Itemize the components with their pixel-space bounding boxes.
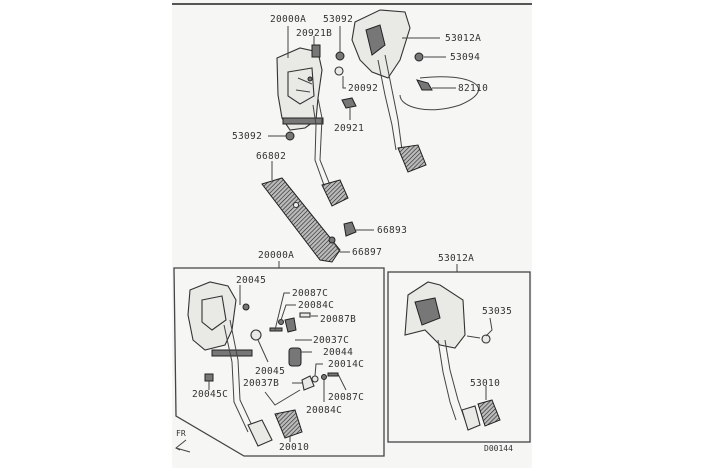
callout-20084C-upper: 20084C — [298, 300, 334, 311]
callout-20921B: 20921B — [296, 28, 332, 39]
nut-53092-lower — [285, 131, 295, 141]
pedal-bracket-assembly — [276, 44, 333, 201]
callout-53092-lower: 53092 — [232, 131, 262, 142]
front-arrow-icon — [175, 439, 191, 453]
callout-53092-upper: 53092 — [323, 14, 353, 25]
detail-left-title: 20000A — [258, 250, 294, 261]
bushing-20092 — [334, 66, 344, 76]
detail-left-bracket — [187, 281, 273, 447]
callout-66893: 66893 — [377, 225, 407, 236]
callout-66802: 66802 — [256, 151, 286, 162]
detail-left-pedal-pad — [274, 409, 303, 439]
callout-20045C: 20045C — [192, 389, 228, 400]
spring-20044 — [288, 347, 302, 367]
washer-20084C-lower — [321, 374, 327, 380]
leader-53035 — [466, 317, 493, 339]
callout-20014C: 20014C — [328, 359, 364, 370]
leader-lines-left — [208, 285, 347, 442]
callout-20045-lower: 20045 — [255, 366, 285, 377]
top-border-line — [172, 3, 532, 5]
callout-82110: 82110 — [458, 83, 488, 94]
switch-82110 — [416, 79, 433, 91]
callout-20087C-upper: 20087C — [292, 288, 328, 299]
stop-lamp-switch-20921 — [341, 97, 357, 109]
diagram-reference-code: D00144 — [484, 444, 513, 453]
callout-20045-upper: 20045 — [236, 275, 266, 286]
detail-right-pedal-pad — [477, 399, 501, 427]
callout-53010: 53010 — [470, 378, 500, 389]
bushing-20014C — [311, 375, 319, 383]
callout-20087B: 20087B — [320, 314, 356, 325]
callout-53094: 53094 — [450, 52, 480, 63]
callout-20092: 20092 — [348, 83, 378, 94]
callout-20000A: 20000A — [270, 14, 306, 25]
bushing-20037B — [301, 375, 315, 391]
callout-53035: 53035 — [482, 306, 512, 317]
callout-20010: 20010 — [279, 442, 309, 453]
direction-label: FR — [176, 429, 186, 438]
callout-20084C-lower: 20084C — [306, 405, 342, 416]
detail-right-frame — [387, 271, 531, 443]
detail-left-frame — [173, 267, 385, 457]
callout-53012A: 53012A — [445, 33, 481, 44]
pin-20087B — [299, 312, 311, 318]
callout-20087C-lower: 20087C — [328, 392, 364, 403]
callout-20044: 20044 — [323, 347, 353, 358]
bolt-20045C — [204, 373, 214, 382]
nut-53092-upper — [335, 51, 345, 61]
pin-20087C-upper — [269, 327, 283, 332]
detail-right-pedal — [404, 281, 481, 431]
leader-lines-main — [268, 26, 456, 253]
pin-20087C-lower — [327, 372, 339, 377]
bushing-20037C — [284, 317, 297, 333]
nut-66897 — [328, 236, 336, 244]
callout-20037B: 20037B — [243, 378, 279, 389]
bushing-53035 — [481, 334, 491, 344]
callout-20921: 20921 — [334, 123, 364, 134]
nut-53094 — [414, 52, 424, 62]
brake-pedal-pad-main — [321, 179, 349, 207]
washer-20084C-upper — [278, 319, 284, 325]
stopper-66893 — [343, 221, 357, 237]
clip-20045-lower — [250, 329, 262, 341]
clutch-pedal-pad-main — [397, 144, 427, 173]
accelerator-pedal-66802 — [261, 177, 341, 263]
clip-20045-upper — [242, 303, 250, 311]
clutch-pedal-bracket-main — [351, 9, 411, 151]
wire-harness — [399, 76, 480, 111]
callout-20037C: 20037C — [313, 335, 349, 346]
detail-right-title: 53012A — [438, 253, 474, 264]
callout-66897: 66897 — [352, 247, 382, 258]
